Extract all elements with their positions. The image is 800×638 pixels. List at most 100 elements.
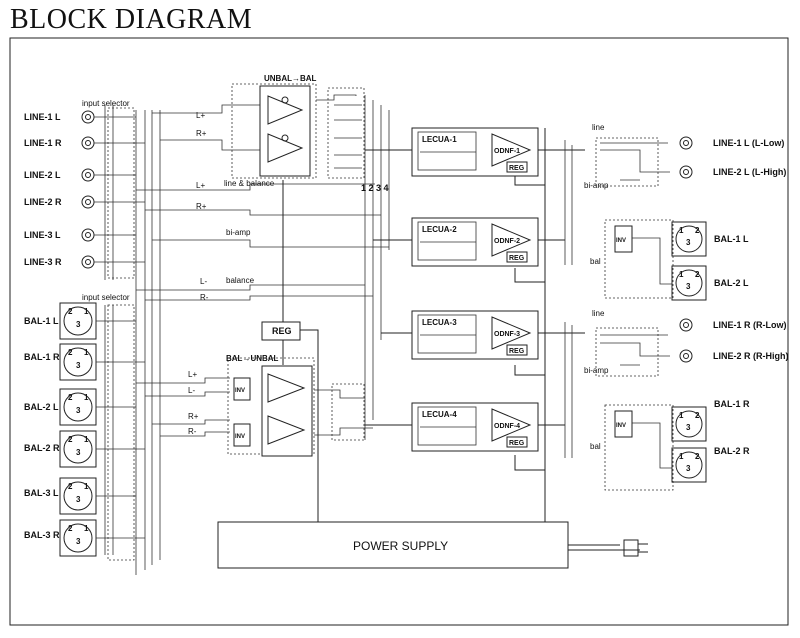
svg-text:INV: INV [616,423,626,429]
svg-text:1: 1 [84,482,89,491]
input-label-bal-1-r: BAL-1 R [24,352,60,362]
bi-amp-label-input: bi-amp [226,228,251,237]
bal-unbal-amplifier [261,365,313,457]
input-label-line-2-r: LINE-2 R [24,197,62,207]
lecua-module-1: LECUA-1 ODNF-1 REG [411,127,539,177]
input-label-line-3-l: LINE-3 L [24,230,61,240]
svg-text:3: 3 [76,448,81,457]
svg-text:1: 1 [84,435,89,444]
xlr-connector-out-bal-2-l [671,265,707,301]
output-labels: LINE-1 L (L-Low) LINE-2 L (L-High) BAL-1… [713,138,789,456]
svg-text:1: 1 [679,270,684,279]
input-label-line-1-l: LINE-1 L [24,112,61,122]
power-supply-block: POWER SUPPLY [217,521,569,569]
svg-text:3: 3 [76,320,81,329]
svg-text:1: 1 [84,348,89,357]
svg-text:2: 2 [695,270,700,279]
svg-text:L+: L+ [188,370,197,379]
svg-text:POWER SUPPLY: POWER SUPPLY [353,539,448,553]
svg-text:bi-amp: bi-amp [584,366,609,375]
svg-text:LECUA-2: LECUA-2 [422,225,457,234]
wiring [104,83,674,575]
rca-jack-out-line-2-r [679,349,693,363]
inv-block-input-1: INV [233,377,251,401]
bus-numbers-label: 1 2 3 4 [361,183,389,193]
svg-text:3: 3 [686,282,691,291]
input-label-bal-3-r: BAL-3 R [24,530,60,540]
svg-text:LECUA-3: LECUA-3 [422,318,457,327]
svg-text:bal: bal [590,257,601,266]
page-title: BLOCK DIAGRAM [10,4,253,35]
svg-text:line: line [592,123,605,132]
input-label-bal-2-l: BAL-2 L [24,402,59,412]
svg-text:bal: bal [590,442,601,451]
svg-text:REG: REG [509,348,525,355]
output-section-labels: line bi-amp bal line bi-amp bal [584,123,609,451]
xlr-connector-bal-1-r [59,343,145,381]
svg-text:2: 2 [68,348,73,357]
xlr-connector-out-bal-1-r [671,406,707,442]
rca-jack-out-line-1-l [679,136,693,150]
svg-text:3: 3 [76,361,81,370]
svg-text:ODNF-2: ODNF-2 [494,238,520,245]
signal-labels: L+ R+ L+ R+ L- R- L+ L- R+ R- [188,111,209,436]
svg-text:3: 3 [76,495,81,504]
svg-text:2: 2 [68,482,73,491]
svg-text:R+: R+ [188,412,199,421]
diagram-frame [9,37,789,626]
svg-text:LECUA-4: LECUA-4 [422,410,457,419]
svg-text:ODNF-4: ODNF-4 [494,423,520,430]
svg-text:L-: L- [188,386,195,395]
svg-text:2: 2 [68,524,73,533]
xlr-connector-bal-2-r [59,430,145,468]
svg-text:1: 1 [84,307,89,316]
svg-text:2: 2 [68,393,73,402]
xlr-connector-bal-3-l [59,477,136,515]
xlr-connector-out-bal-2-r [671,447,707,483]
input-labels: LINE-1 L LINE-1 R LINE-2 L LINE-2 R LINE… [24,112,62,540]
svg-text:R+: R+ [196,129,207,138]
svg-text:L-: L- [200,277,207,286]
svg-text:REG: REG [509,165,525,172]
svg-text:INV: INV [235,434,245,440]
bal-unbal-label: BAL→UNBAL [226,354,279,363]
output-label-bal-2-r: BAL-2 R [714,446,750,456]
input-selector-label-line: input selector [82,99,130,108]
svg-text:L+: L+ [196,181,205,190]
svg-text:R-: R- [188,427,197,436]
input-selector-label-bal: input selector [82,293,130,302]
svg-text:line: line [592,309,605,318]
lecua-module-4: LECUA-4 ODNF-4 REG [411,402,539,452]
inv-block-output-1: INV [614,225,633,253]
svg-text:2: 2 [695,226,700,235]
rca-jack-out-line-1-r [679,318,693,332]
output-label-line-2-l: LINE-2 L (L-High) [713,167,786,177]
xlr-connector-out-bal-1-l [671,221,707,257]
inv-block-output-2: INV [614,410,633,438]
svg-text:3: 3 [686,464,691,473]
rca-jack-line-1-l [81,110,136,124]
svg-text:1: 1 [679,226,684,235]
lecua-module-3: LECUA-3 ODNF-3 REG [411,310,539,360]
rca-jack-out-line-2-l [679,165,693,179]
svg-text:ODNF-1: ODNF-1 [494,148,520,155]
output-label-line-1-r: LINE-1 R (R-Low) [713,320,787,330]
xlr-connector-bal-1-l [59,302,136,340]
output-label-line-2-r: LINE-2 R (R-High) [713,351,789,361]
svg-text:REG: REG [509,440,525,447]
rca-jack-line-3-l [81,228,136,242]
output-label-bal-1-l: BAL-1 L [714,234,749,244]
balance-label: balance [226,276,255,285]
svg-text:3: 3 [686,238,691,247]
reg-block-input: REG [261,321,301,341]
svg-text:bi-amp: bi-amp [584,181,609,190]
input-label-line-2-l: LINE-2 L [24,170,61,180]
rca-jack-line-2-r [81,195,145,209]
output-label-bal-2-l: BAL-2 L [714,278,749,288]
svg-text:3: 3 [76,406,81,415]
rca-jack-line-1-r [81,136,145,150]
svg-text:ODNF-3: ODNF-3 [494,331,520,338]
input-label-bal-1-l: BAL-1 L [24,316,59,326]
lecua-module-2: LECUA-2 ODNF-2 REG [411,217,539,267]
